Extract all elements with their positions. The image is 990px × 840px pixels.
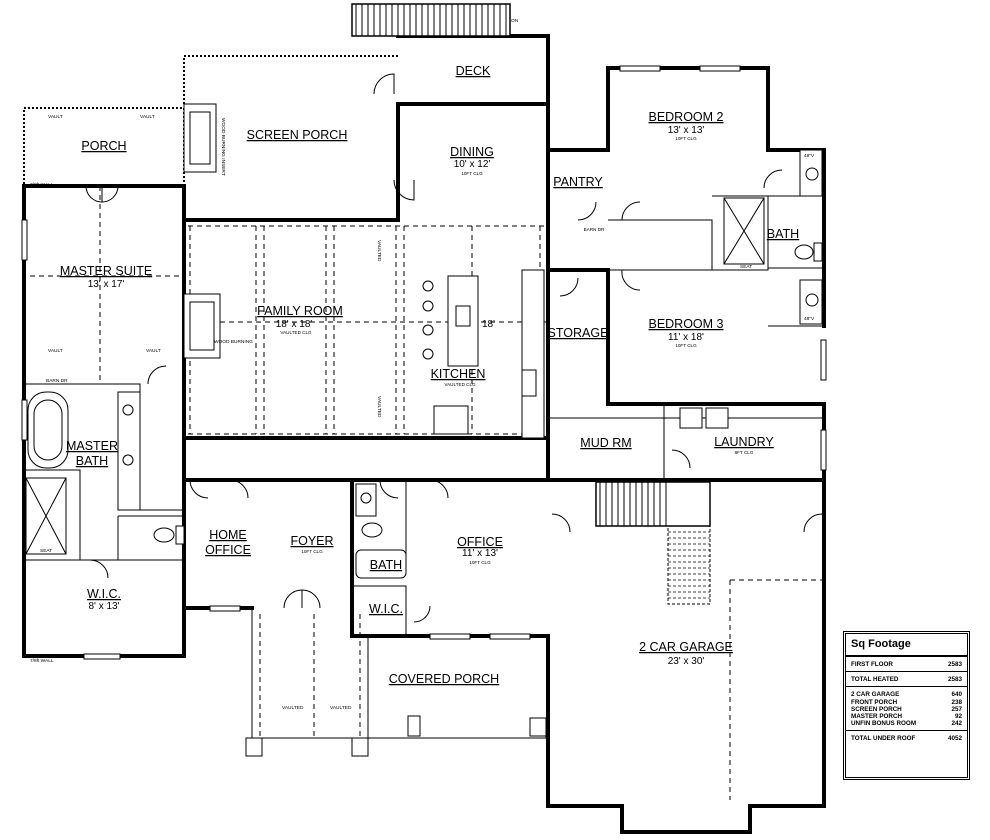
bath-right-seat: SEAT [740, 264, 752, 270]
deck-stair-note: ON [511, 18, 519, 24]
kitchen-label: KITCHEN [431, 367, 486, 381]
tub-bath-small [355, 549, 407, 579]
wic-small-label: W.I.C. [369, 602, 403, 616]
sq-section-first: FIRST FLOOR 2583 [846, 657, 967, 673]
family-room-dims: 18' x 18' [276, 319, 313, 330]
bedroom2-note: 10FT CLG [675, 136, 697, 141]
dining-note: 10FT CLG [461, 171, 483, 176]
master-suite-dims: 13' x 17' [88, 279, 125, 290]
dining-label: DINING [450, 145, 494, 159]
screen-porch-label: SCREEN PORCH [247, 128, 348, 142]
master-bath-label-l2: BATH [76, 454, 108, 468]
kitchen-note: VAULTED CLG [444, 382, 476, 387]
home-office-label-l2: OFFICE [205, 543, 251, 557]
sq-section-total: TOTAL UNDER ROOF 4052 [846, 731, 967, 745]
toilet-master [175, 525, 185, 545]
pantry-label: PANTRY [553, 175, 603, 189]
mud-rm-label: MUD RM [580, 436, 631, 450]
master-barn-note: BARN DR [46, 378, 68, 384]
laundry-label: LAUNDRY [714, 435, 774, 449]
family-room-vaulted-2: VAULTED [376, 396, 382, 418]
garage-dims: 23' x 30' [668, 656, 705, 667]
dining-dims: 10' x 12' [454, 159, 491, 170]
deck-stairs [351, 3, 511, 37]
kitchen-island-dim: 18' [482, 319, 495, 330]
screen-porch-insert-note: WOOD BURNING INSERT [220, 118, 226, 176]
bedroom3-note: 10FT CLG [675, 343, 697, 348]
bedroom3-dims: 11' x 18' [668, 332, 704, 343]
master-wall-note: 7/8ft WALL [30, 182, 54, 188]
bath-right-vanity-note-top: 48"V [804, 153, 815, 159]
washer [679, 407, 703, 429]
bedroom3-label: BEDROOM 3 [648, 317, 723, 331]
bath-small-label: BATH [370, 558, 402, 572]
master-suite-label: MASTER SUITE [60, 264, 152, 278]
office-label: OFFICE [457, 535, 503, 549]
sq-row-total-heated: TOTAL HEATED 2583 [851, 676, 962, 684]
master-bath-seat: SEAT [40, 548, 52, 554]
dryer [705, 407, 729, 429]
porch-label: PORCH [81, 139, 126, 153]
sq-row-first-floor: FIRST FLOOR 2583 [851, 661, 962, 668]
deck-label: DECK [456, 64, 491, 78]
bath-right-vanity-note-bottom: 48"V [804, 316, 815, 322]
bedroom2-label: BEDROOM 2 [648, 110, 723, 124]
wic-master-wall-note: 7/8ft WALL [30, 658, 54, 664]
bedroom2-dims: 13' x 13' [668, 125, 705, 136]
sq-footage-table: Sq Footage FIRST FLOOR 2583 TOTAL HEATED… [843, 631, 970, 780]
bath-right-label: BATH [767, 227, 799, 241]
storage-label: STORAGE [548, 326, 609, 340]
covered-porch-label: COVERED PORCH [389, 672, 499, 686]
master-suite-vault-right: VAULT [146, 348, 161, 354]
master-suite-vault-left: VAULT [48, 348, 63, 354]
garage-label: 2 CAR GARAGE [639, 640, 733, 654]
family-room-note: VAULTED CLG [280, 330, 312, 335]
sq-row-total-under-roof: TOTAL UNDER ROOF 4052 [851, 735, 962, 743]
garage-stairs [595, 481, 711, 605]
porch-vault-left: VAULT [48, 114, 63, 120]
family-room-vaulted-1: VAULTED [376, 240, 382, 262]
home-office-label-l1: HOME [209, 528, 247, 542]
master-bath-label-l1: MASTER [66, 439, 118, 453]
wic-master-label: W.I.C. [87, 587, 121, 601]
porch-vault-right: VAULT [140, 114, 155, 120]
covered-porch-vaulted-2: VAULTED [330, 705, 352, 711]
fixtures [25, 103, 823, 757]
laundry-note: 8FT CLG [735, 450, 754, 455]
foyer-note: 10FT CLG [301, 549, 323, 554]
sq-section-heated: TOTAL HEATED 2583 [846, 672, 967, 688]
windows [21, 65, 827, 660]
master-vanity [117, 391, 141, 511]
interior-walls [24, 195, 824, 636]
kitchen-counter [521, 269, 545, 439]
family-room-insert-note: WOOD BURNING [214, 339, 253, 345]
pantry-barn-note: BARN DR [584, 227, 605, 232]
office-dims: 11' x 13' [462, 548, 498, 559]
wic-master-dims: 8' x 13' [88, 601, 119, 612]
sq-footage-title: Sq Footage [846, 634, 967, 657]
foyer-label: FOYER [290, 534, 333, 548]
office-note: 10FT CLG [469, 560, 491, 565]
toilet-bath-right [794, 244, 814, 260]
doors [85, 73, 823, 623]
family-room-label: FAMILY ROOM [257, 304, 343, 318]
covered-porch-vaulted-1: VAULTED [282, 705, 304, 711]
toilet-bath-small [361, 522, 383, 538]
